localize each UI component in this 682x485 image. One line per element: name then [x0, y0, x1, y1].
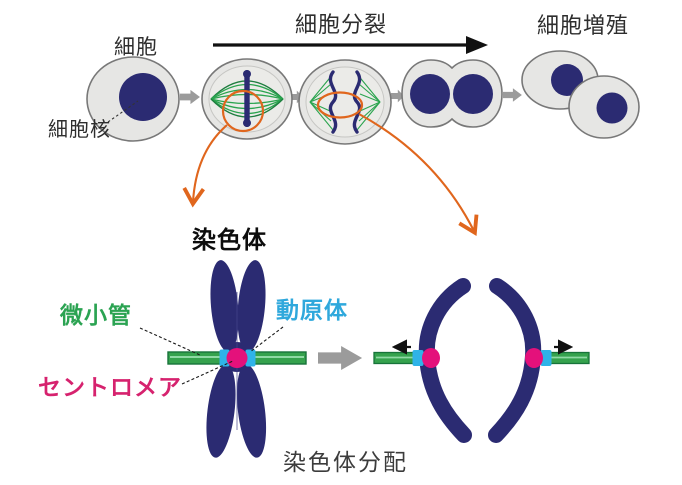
microtubule-pointer-line — [139, 327, 201, 356]
highlight-circle-anaphase — [316, 91, 364, 119]
chromosome-label: 染色体 — [192, 227, 267, 254]
daughter-cell-back-nucleus — [551, 64, 583, 96]
kinetochore-chromatid-right — [540, 350, 552, 366]
anaphase-cell — [298, 59, 392, 145]
centromere-chromatid-right — [525, 348, 543, 368]
cell-label: 細胞 — [114, 36, 158, 59]
cytokinesis-cell — [401, 59, 503, 128]
step-arrow-4 — [503, 88, 522, 102]
chromosome-figure — [167, 260, 307, 458]
interphase-cell — [86, 56, 180, 142]
centromere-chromatid-left — [422, 348, 440, 368]
kinetochore-chromatid-left — [412, 350, 424, 366]
daughter-cell-front-nucleus — [596, 92, 628, 124]
cell-proliferation-label: 細胞増殖 — [537, 13, 630, 38]
nucleus — [119, 73, 167, 121]
kinetochore-right — [245, 349, 256, 367]
zoom-arrow-to-segregation — [358, 113, 479, 236]
metaphase-cell — [201, 58, 293, 140]
centromere-pointer-line — [181, 360, 234, 385]
kinetochore-pointer-line — [249, 326, 284, 353]
separating-chromosomes — [328, 70, 362, 134]
daughter-nucleus-left — [410, 74, 450, 114]
microtubule-left — [167, 351, 223, 365]
microtubule-far-left — [373, 351, 417, 365]
microtubule-right — [251, 351, 307, 365]
segregation-step-arrow — [318, 346, 363, 370]
zoom-arrow-to-chromosome — [182, 124, 228, 208]
step-arrow-1 — [180, 89, 200, 105]
cell-division-label: 細胞分裂 — [295, 12, 388, 37]
chromosome-segregation-label: 染色体分配 — [283, 449, 408, 475]
highlight-circle-metaphase — [221, 89, 265, 133]
nucleus-label: 細胞核 — [48, 119, 111, 141]
nucleus-pointer-line — [107, 100, 139, 123]
daughter-nucleus-right — [453, 74, 493, 114]
microtubule-far-right — [548, 351, 590, 365]
kinetochore-left — [219, 349, 230, 367]
daughter-cells — [521, 50, 640, 139]
centromere — [226, 348, 248, 368]
cell-division-arrow — [213, 36, 488, 54]
kinetochore-label: 動原体 — [276, 297, 348, 323]
segregated-chromatids-figure — [373, 278, 590, 443]
centromere-label: セントロメア — [38, 374, 182, 400]
microtubule-label: 微小管 — [60, 302, 132, 328]
aligned-chromosomes — [243, 70, 251, 127]
